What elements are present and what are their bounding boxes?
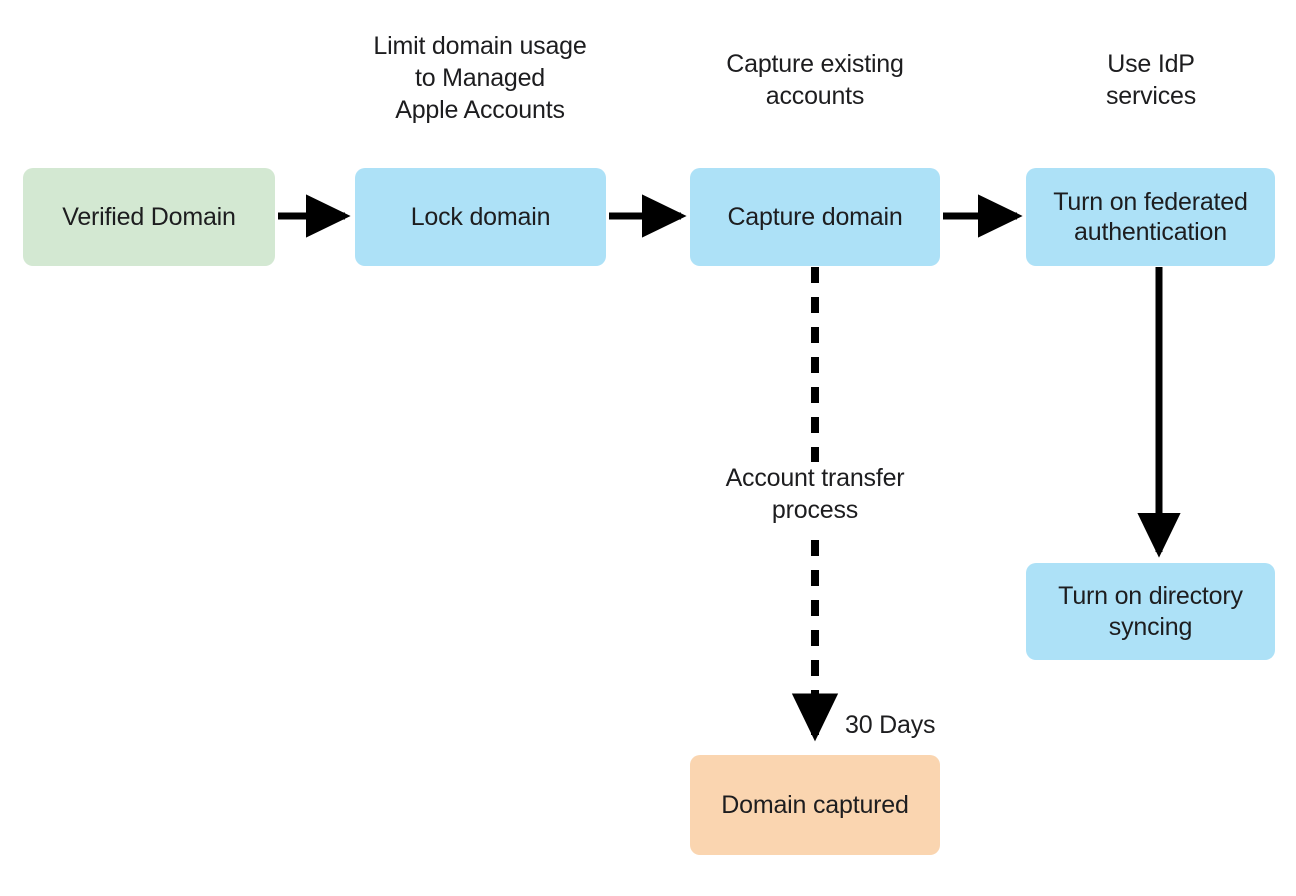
node-lock-domain[interactable]: Lock domain — [355, 168, 606, 266]
edge-label-account-transfer-process: Account transfer process — [725, 464, 905, 524]
caption-lock-domain: Limit domain usage to Managed Apple Acco… — [373, 32, 587, 124]
node-turn-on-directory-syncing[interactable]: Turn on directory syncing — [1026, 563, 1275, 660]
caption-capture-domain: Capture existing accounts — [726, 50, 904, 110]
node-turn-on-federated-authentication[interactable]: Turn on federated authentication — [1026, 168, 1275, 266]
caption-federated-auth: Use IdP services — [1105, 50, 1197, 110]
node-domain-captured[interactable]: Domain captured — [690, 755, 940, 855]
edge-label-thirty-days: 30 Days — [845, 711, 936, 739]
node-capture-domain[interactable]: Capture domain — [690, 168, 940, 266]
node-verified-domain[interactable]: Verified Domain — [23, 168, 275, 266]
